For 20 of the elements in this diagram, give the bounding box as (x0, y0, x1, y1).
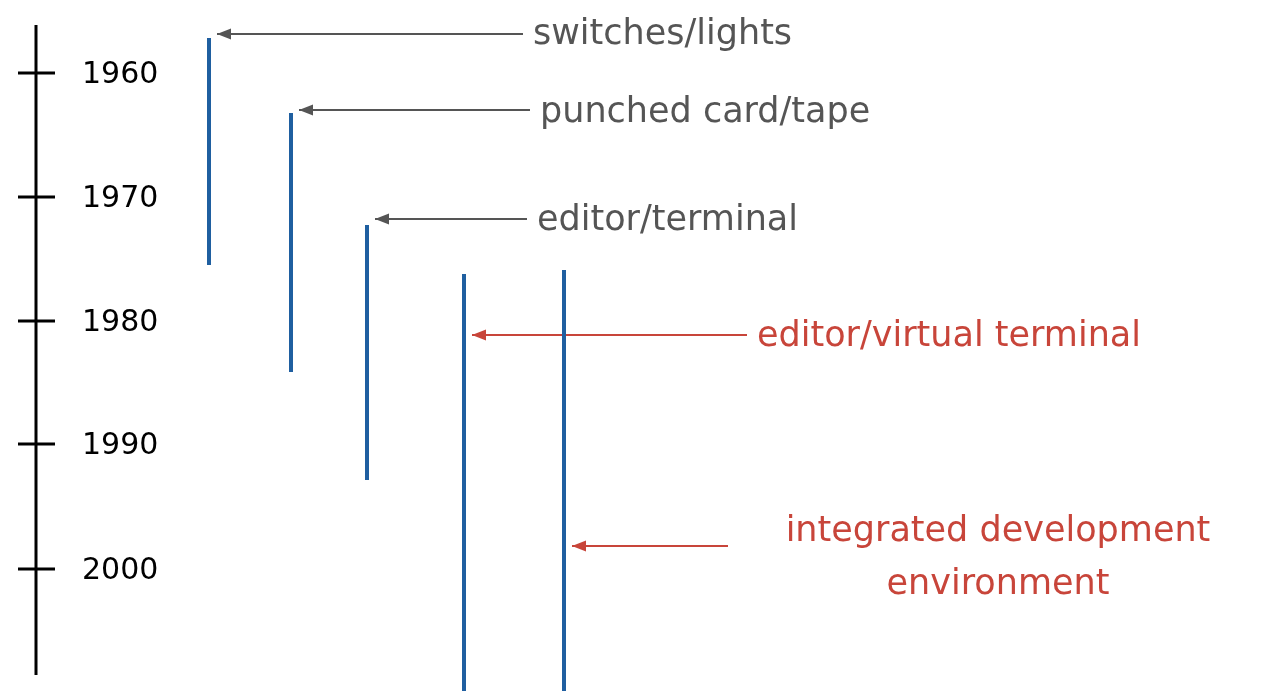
leader-arrow (216, 28, 524, 40)
callout-text: punched card/tape (540, 88, 871, 132)
era-bar (207, 38, 211, 265)
leader-arrow (374, 213, 528, 225)
year-label: 1970 (82, 179, 159, 215)
era-bar (365, 225, 369, 480)
year-label: 1960 (82, 55, 159, 91)
leader-arrow (298, 104, 531, 116)
year-label: 2000 (82, 551, 159, 587)
era-bar (462, 274, 466, 691)
callout-text: switches/lights (533, 10, 793, 54)
year-label: 1990 (82, 426, 159, 462)
leader-arrow (571, 540, 729, 552)
callout-text: editor/virtual terminal (757, 312, 1142, 356)
callout-text: editor/terminal (537, 196, 798, 240)
year-label: 1980 (82, 303, 159, 339)
era-bar (289, 113, 293, 372)
leader-arrow (471, 329, 748, 341)
era-bar (562, 270, 566, 691)
callout-text: integrated development environment (738, 503, 1258, 609)
